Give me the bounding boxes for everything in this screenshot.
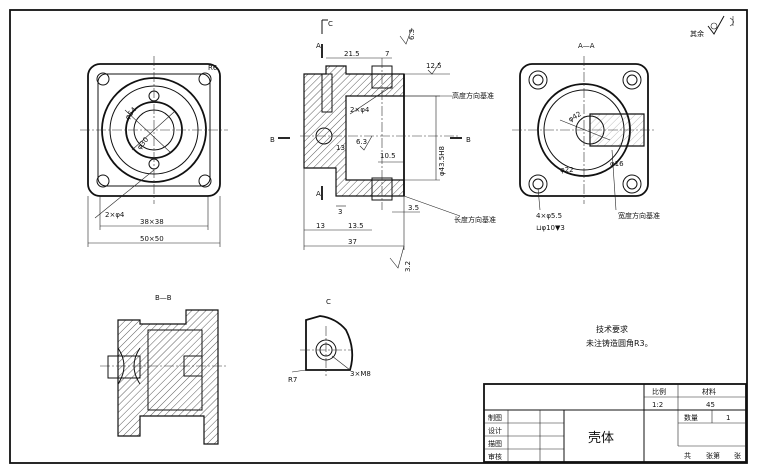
dim-3: 3 <box>338 208 342 216</box>
dim-12-5: 12.5 <box>426 62 442 70</box>
dim-6-3-top: 6.3 <box>408 29 416 40</box>
label-d22: φ22 <box>560 166 574 174</box>
row-label-1: 制图 <box>488 413 502 422</box>
label-50x50: 50×50 <box>140 235 164 243</box>
mark-c: C <box>328 20 333 28</box>
roughness-note: 其余 <box>690 15 734 38</box>
mark-a-top: A <box>316 42 321 50</box>
tech-req-line1: 未注铸造圆角R3。 <box>586 338 653 348</box>
sheet-unit-1: 张第 <box>706 451 720 460</box>
label-r6: R6 <box>208 64 218 72</box>
label-holes-4x5-5: 4×φ5.5 <box>536 212 562 220</box>
part-name: 壳体 <box>588 431 614 446</box>
tech-req-title: 技术要求 <box>596 324 628 334</box>
title-block: 比例 1:2 材料 45 数量 1 壳体 制图 设计 描图 审核 共 张第 张 <box>483 383 747 463</box>
dim-10-5: 10.5 <box>380 152 396 160</box>
view-front-section: C A A B B 21.5 7 6.3 12.5 2×φ4 6.3 13 <box>270 19 496 272</box>
label-counterbore: ⊔φ10▼3 <box>536 224 565 232</box>
note-length-datum: 长度方向基准 <box>454 215 496 224</box>
sheet-total: 共 <box>684 451 691 460</box>
dim-13-5: 13.5 <box>348 222 364 230</box>
scale-value: 1:2 <box>652 401 663 409</box>
dim-13-front: 13 <box>336 144 345 152</box>
dim-6-3b: 6.3 <box>356 138 367 146</box>
row-label-2: 设计 <box>488 426 502 435</box>
dim-21-5: 21.5 <box>344 50 360 58</box>
label-3xm8: 3×M8 <box>350 370 371 378</box>
row-label-4: 审核 <box>488 452 502 461</box>
dim-13-bottom: 13 <box>316 222 325 230</box>
dim-3-2: 3.2 <box>404 261 412 272</box>
mark-a-bot: A <box>316 190 321 198</box>
dim-2x4-front: 2×φ4 <box>350 106 370 114</box>
sheet-unit-2: 张 <box>734 451 741 460</box>
label-d16: φ16 <box>610 160 624 168</box>
title-section-b-b: B—B <box>155 294 172 302</box>
dim-7: 7 <box>385 50 389 58</box>
note-height-datum: 高度方向基准 <box>452 91 494 100</box>
view-top-left: R6 φ54 φ30 2×φ4 38×38 50×50 <box>80 56 228 247</box>
material-value: 45 <box>706 401 715 409</box>
roughness-note-text: 其余 <box>690 29 704 38</box>
label-38x38: 38×38 <box>140 218 164 226</box>
title-section-a-a: A—A <box>578 42 595 50</box>
roughness-symbol <box>707 15 725 35</box>
dim-3-5: 3.5 <box>408 204 419 212</box>
drawing-frame <box>9 9 748 464</box>
dim-37: 37 <box>348 238 357 246</box>
note-width-datum: 宽度方向基准 <box>618 211 660 220</box>
view-detail-c: C R7 3×M8 <box>288 298 371 384</box>
label-d42: φ42 <box>567 110 583 124</box>
qty-value: 1 <box>726 414 730 422</box>
qty-label: 数量 <box>684 413 698 422</box>
scale-label: 比例 <box>652 387 666 396</box>
row-label-3: 描图 <box>488 439 502 448</box>
tech-requirements: 技术要求 未注铸造圆角R3。 <box>586 324 653 348</box>
label-holes-2x4: 2×φ4 <box>105 211 125 219</box>
material-label: 材料 <box>702 387 716 396</box>
view-section-a-a: A—A φ42 φ16 φ22 4×φ5.5 ⊔φ10▼3 宽度方向基准 <box>512 42 660 232</box>
title-detail-c: C <box>326 298 331 306</box>
mark-b-right: B <box>466 136 471 144</box>
mark-b-left: B <box>270 136 275 144</box>
view-section-b-b: B—B <box>100 294 228 445</box>
dim-d43: φ43.5H8 <box>438 146 446 176</box>
label-r7: R7 <box>288 376 297 384</box>
